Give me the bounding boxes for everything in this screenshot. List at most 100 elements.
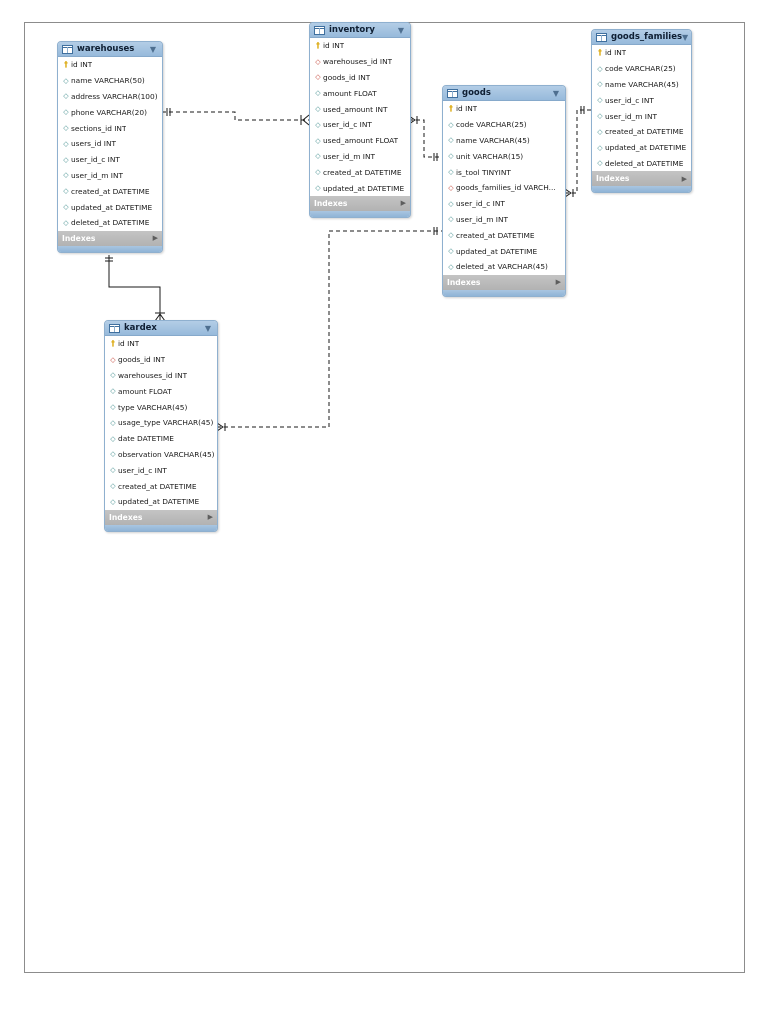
column-icon: ◇ (448, 215, 454, 224)
column-row[interactable]: †id INT (58, 57, 162, 73)
column-row[interactable]: ◇user_id_c INT (443, 196, 565, 212)
column-row[interactable]: ◇updated_at DATETIME (443, 243, 565, 259)
table-title: inventory (329, 25, 375, 35)
column-row[interactable]: ◇deleted_at DATETIME (592, 156, 691, 172)
collapse-toggle-icon[interactable]: ▼ (552, 88, 560, 98)
column-row[interactable]: ◇goods_families_id VARCH... (443, 180, 565, 196)
column-row[interactable]: ◇unit VARCHAR(15) (443, 148, 565, 164)
column-row[interactable]: ◇amount FLOAT (105, 383, 217, 399)
column-row[interactable]: ◇goods_id INT (310, 70, 410, 86)
table-warehouses[interactable]: warehouses▼†id INT◇name VARCHAR(50)◇addr… (57, 41, 163, 253)
column-row[interactable]: †id INT (443, 101, 565, 117)
expand-arrow-icon[interactable]: ▶ (207, 513, 213, 522)
expand-arrow-icon[interactable]: ▶ (681, 174, 687, 183)
column-row[interactable]: †id INT (310, 38, 410, 54)
column-row[interactable]: ◇user_id_c INT (310, 117, 410, 133)
collapse-toggle-icon[interactable]: ▼ (204, 323, 212, 333)
column-row[interactable]: ◇user_id_m INT (58, 168, 162, 184)
expand-arrow-icon[interactable]: ▶ (555, 278, 561, 287)
column-row[interactable]: ◇is_tool TINYINT (443, 164, 565, 180)
column-row[interactable]: ◇user_id_m INT (310, 149, 410, 165)
foreign-key-icon: ◇ (315, 73, 321, 82)
table-header[interactable]: inventory ▼ (310, 23, 410, 38)
column-icon: ◇ (315, 105, 321, 114)
table-kardex[interactable]: kardex ▼ †id INT◇goods_id INT◇warehouses_i… (104, 320, 218, 532)
column-row[interactable]: ◇created_at DATETIME (58, 183, 162, 199)
column-row[interactable]: ◇name VARCHAR(45) (592, 77, 691, 93)
table-goods_families[interactable]: goods_families▼†id INT◇code VARCHAR(25)◇… (591, 29, 692, 194)
column-label: deleted_at DATETIME (71, 218, 150, 228)
column-row[interactable]: ◇user_id_c INT (592, 92, 691, 108)
column-row[interactable]: ◇type VARCHAR(45) (105, 399, 217, 415)
indexes-section[interactable]: Indexes▶ (310, 195, 410, 211)
indexes-section[interactable]: Indexes▶ (105, 509, 217, 525)
foreign-key-icon: ◇ (110, 355, 116, 364)
indexes-section[interactable]: Indexes▶ (58, 230, 162, 246)
column-row[interactable]: ◇goods_id INT (105, 352, 217, 368)
column-icon: ◇ (448, 231, 454, 240)
column-row[interactable]: ◇deleted_at VARCHAR(45) (443, 259, 565, 275)
column-row[interactable]: ◇warehouses_id INT (310, 54, 410, 70)
column-label: user_id_c INT (118, 465, 167, 475)
column-row[interactable]: ◇amount FLOAT (310, 85, 410, 101)
column-row[interactable]: ◇created_at DATETIME (105, 478, 217, 494)
column-row[interactable]: †id INT (592, 45, 691, 61)
column-row[interactable]: ◇usage_type VARCHAR(45) (105, 415, 217, 431)
column-row[interactable]: ◇used_amount INT (310, 101, 410, 117)
collapse-toggle-icon[interactable]: ▼ (682, 32, 689, 42)
table-icon (596, 32, 607, 42)
column-row[interactable]: ◇updated_at DATETIME (105, 494, 217, 510)
table-icon (447, 88, 458, 98)
collapse-toggle-icon[interactable]: ▼ (149, 44, 157, 54)
column-row[interactable]: ◇address VARCHAR(100) (58, 89, 162, 105)
column-row[interactable]: ◇code VARCHAR(25) (443, 117, 565, 133)
column-row[interactable]: ◇updated_at DATETIME (592, 140, 691, 156)
expand-arrow-icon[interactable]: ▶ (152, 234, 158, 243)
column-row[interactable]: ◇name VARCHAR(45) (443, 133, 565, 149)
column-row[interactable]: ◇sections_id INT (58, 120, 162, 136)
table-icon (109, 323, 120, 333)
collapse-toggle-icon[interactable]: ▼ (397, 25, 405, 35)
column-label: code VARCHAR(25) (456, 120, 527, 130)
column-label: name VARCHAR(45) (605, 79, 679, 89)
column-row[interactable]: ◇created_at DATETIME (310, 164, 410, 180)
column-row[interactable]: ◇phone VARCHAR(20) (58, 104, 162, 120)
column-icon: ◇ (63, 92, 69, 101)
column-row[interactable]: ◇updated_at DATETIME (58, 199, 162, 215)
table-footer (105, 524, 217, 531)
table-header[interactable]: kardex ▼ (105, 321, 217, 336)
table-title: kardex (124, 323, 157, 333)
column-row[interactable]: ◇created_at DATETIME (592, 124, 691, 140)
column-row[interactable]: ◇updated_at DATETIME (310, 180, 410, 196)
column-label: amount FLOAT (118, 386, 172, 396)
column-label: updated_at DATETIME (118, 497, 200, 507)
indexes-section[interactable]: Indexes▶ (443, 274, 565, 290)
column-row[interactable]: ◇user_id_c INT (58, 152, 162, 168)
column-row[interactable]: ◇code VARCHAR(25) (592, 61, 691, 77)
column-icon: ◇ (110, 482, 116, 491)
table-inventory[interactable]: inventory ▼ †id INT◇warehouses_id INT◇good… (309, 22, 411, 218)
column-row[interactable]: ◇warehouses_id INT (105, 368, 217, 384)
column-row[interactable]: ◇deleted_at DATETIME (58, 215, 162, 231)
column-label: observation VARCHAR(45) (118, 449, 215, 459)
table-goods[interactable]: goods▼†id INT◇code VARCHAR(25)◇name VARC… (442, 85, 566, 297)
column-icon: ◇ (597, 80, 603, 89)
column-row[interactable]: ◇user_id_m INT (592, 108, 691, 124)
column-row[interactable]: ◇users_id INT (58, 136, 162, 152)
column-row[interactable]: †id INT (105, 336, 217, 352)
column-row[interactable]: ◇observation VARCHAR(45) (105, 447, 217, 463)
expand-arrow-icon[interactable]: ▶ (400, 199, 406, 208)
table-header[interactable]: goods_families▼ (592, 30, 691, 45)
table-footer (310, 210, 410, 217)
column-row[interactable]: ◇created_at DATETIME (443, 227, 565, 243)
column-row[interactable]: ◇name VARCHAR(50) (58, 73, 162, 89)
column-row[interactable]: ◇used_amount FLOAT (310, 133, 410, 149)
column-row[interactable]: ◇user_id_c INT (105, 462, 217, 478)
column-row[interactable]: ◇user_id_m INT (443, 212, 565, 228)
column-row[interactable]: ◇date DATETIME (105, 431, 217, 447)
column-label: user_id_m INT (456, 214, 509, 224)
table-header[interactable]: goods▼ (443, 86, 565, 101)
column-label: updated_at DATETIME (323, 183, 405, 193)
indexes-section[interactable]: Indexes▶ (592, 171, 691, 187)
table-header[interactable]: warehouses▼ (58, 42, 162, 57)
